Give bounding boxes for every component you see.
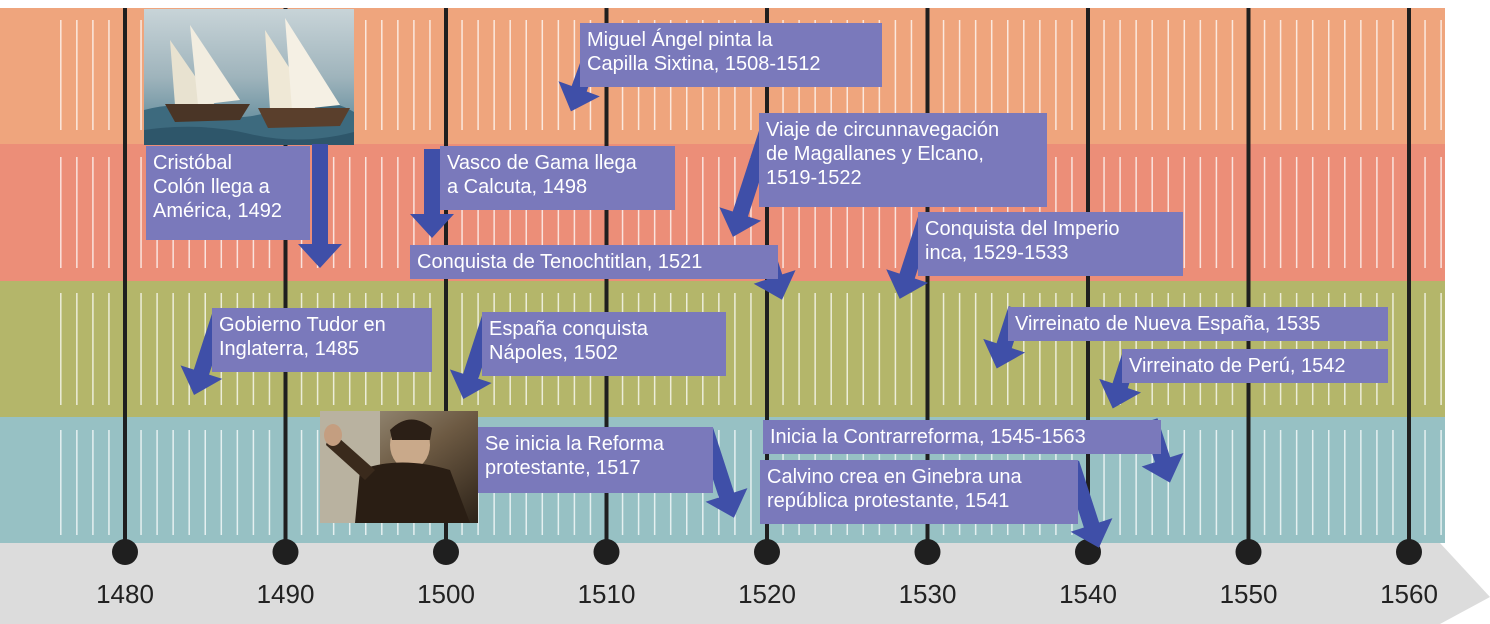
arrow-colon <box>298 144 342 268</box>
year-label-1520: 1520 <box>738 579 796 609</box>
event-napoles: España conquista Nápoles, 1502 <box>482 312 726 376</box>
year-label-1480: 1480 <box>96 579 154 609</box>
event-peru: Virreinato de Perú, 1542 <box>1122 349 1388 383</box>
luther-painting <box>320 411 478 523</box>
decade-dot-1560 <box>1396 539 1422 565</box>
decade-dot-1510 <box>593 539 620 565</box>
year-labels: 1480 1490 1500 1510 1520 1530 1540 1550 1560 <box>96 579 1438 609</box>
year-label-1550: 1550 <box>1220 579 1278 609</box>
year-label-1500: 1500 <box>417 579 475 609</box>
decade-dot-1500 <box>433 539 459 565</box>
decade-dot-1490 <box>272 539 299 565</box>
event-calvino: Calvino crea en Ginebra una república pr… <box>760 460 1078 524</box>
axis-arrow <box>0 543 1490 624</box>
decade-dot-1480 <box>112 539 138 565</box>
arrow-vasco <box>410 149 454 238</box>
event-colon: Cristóbal Colón llega a América, 1492 <box>146 146 310 240</box>
year-label-1510: 1510 <box>578 579 636 609</box>
decade-dot-1550 <box>1235 539 1262 565</box>
event-tenochtitlan: Conquista de Tenochtitlan, 1521 <box>410 245 778 279</box>
decade-dot-1540 <box>1075 539 1101 565</box>
event-miguel: Miguel Ángel pinta la Capilla Sixtina, 1… <box>580 23 882 87</box>
event-tudor: Gobierno Tudor en Inglaterra, 1485 <box>212 308 432 372</box>
ships-painting <box>144 9 354 145</box>
year-label-1490: 1490 <box>257 579 315 609</box>
event-inca: Conquista del Imperio inca, 1529-1533 <box>918 212 1183 276</box>
event-contrarreforma: Inicia la Contrarreforma, 1545-1563 <box>763 420 1161 454</box>
event-nueva-espana: Virreinato de Nueva España, 1535 <box>1008 307 1388 341</box>
event-reforma: Se inicia la Reforma protestante, 1517 <box>478 427 713 493</box>
year-label-1540: 1540 <box>1059 579 1117 609</box>
year-label-1560: 1560 <box>1380 579 1438 609</box>
event-vasco: Vasco de Gama llega a Calcuta, 1498 <box>440 146 675 210</box>
decade-dot-1530 <box>914 539 941 565</box>
year-label-1530: 1530 <box>899 579 957 609</box>
event-magallanes: Viaje de circunnavegación de Magallanes … <box>759 113 1047 207</box>
decade-dot-1520 <box>754 539 780 565</box>
